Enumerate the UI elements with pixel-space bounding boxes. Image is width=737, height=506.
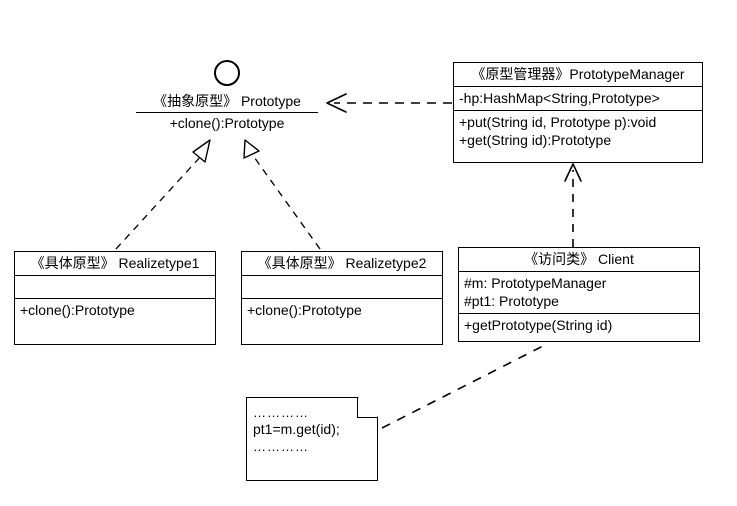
prototypemanager-attribute: -hp:HashMap<String,Prototype> [454, 86, 702, 110]
note-code: pt1=m.get(id); [253, 421, 340, 437]
realizetype1-operation: +clone():Prototype [15, 298, 215, 322]
note-line-1: ………… [253, 405, 309, 420]
uml-class-realizetype1[interactable]: 《具体原型》 Realizetype1 +clone():Prototype [14, 251, 216, 345]
client-attribute: #pt1: Prototype [464, 293, 559, 309]
uml-class-prototype[interactable]: 《抽象原型》 Prototype +clone():Prototype [136, 92, 318, 133]
client-title: 《访问类》 Client [524, 251, 634, 267]
client-operation: +getPrototype(String id) [459, 313, 699, 337]
note-text: ………… pt1=m.get(id); ………… [253, 404, 371, 455]
realizetype2-operation: +clone():Prototype [242, 298, 442, 322]
uml-note[interactable]: ………… pt1=m.get(id); ………… [246, 397, 378, 481]
prototypemanager-title: 《原型管理器》PrototypeManager [471, 66, 685, 82]
edge-realizetype1-realizes-prototype [115, 139, 211, 250]
uml-class-client[interactable]: 《访问类》 Client #m: PrototypeManager #pt1: … [458, 247, 700, 342]
prototypemanager-operation: +get(String id):Prototype [459, 132, 612, 148]
realizetype2-attributes [242, 275, 442, 298]
edge-note-anchor-client [381, 345, 544, 429]
realizetype1-attributes [15, 275, 215, 298]
note-body [246, 397, 378, 481]
interface-circle-icon [214, 60, 240, 86]
prototype-operation: +clone():Prototype [169, 115, 285, 131]
edge-manager-depends-on-prototype [326, 93, 452, 113]
uml-class-realizetype2[interactable]: 《具体原型》 Realizetype2 +clone():Prototype [241, 251, 443, 345]
client-attributes: #m: PrototypeManager #pt1: Prototype [459, 271, 699, 313]
realizetype1-title: 《具体原型》 Realizetype1 [30, 255, 200, 271]
edge-realizetype2-realizes-prototype [243, 139, 321, 250]
prototypemanager-operations: +put(String id, Prototype p):void +get(S… [454, 110, 702, 152]
prototype-title: 《抽象原型》 Prototype [136, 92, 318, 113]
client-attribute: #m: PrototypeManager [464, 275, 607, 291]
uml-class-prototypemanager[interactable]: 《原型管理器》PrototypeManager -hp:HashMap<Stri… [453, 62, 703, 163]
prototypemanager-operation: +put(String id, Prototype p):void [459, 114, 657, 130]
realizetype2-title: 《具体原型》 Realizetype2 [257, 255, 427, 271]
edge-client-depends-on-manager [564, 163, 582, 247]
note-line-3: ………… [253, 439, 309, 454]
